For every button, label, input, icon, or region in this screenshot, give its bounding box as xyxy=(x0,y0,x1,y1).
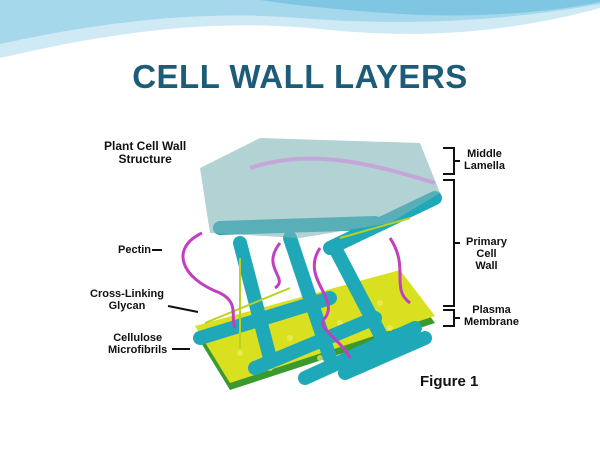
label-pectin: Pectin xyxy=(118,244,152,256)
label-primary-cell-wall: Primary Cell Wall xyxy=(466,236,507,272)
label-line: Wall xyxy=(475,260,498,272)
label-middle-lamella: Middle Lamella xyxy=(464,148,505,172)
label-line: Cellulose xyxy=(113,332,163,344)
label-line: Cross-Linking xyxy=(90,288,164,300)
label-plasma-membrane: Plasma Membrane xyxy=(464,304,519,328)
label-cross-linking-glycan: Cross-Linking Glycan xyxy=(90,288,164,312)
label-line: Membrane xyxy=(464,316,520,328)
label-line: Primary xyxy=(466,236,507,248)
figure-caption: Figure 1 xyxy=(420,373,479,390)
heading-line: Plant Cell Wall xyxy=(104,139,187,153)
heading-line: Structure xyxy=(118,152,172,166)
label-cellulose-microfibrils: Cellulose Microfibrils xyxy=(108,332,167,356)
label-line: Microfibrils xyxy=(108,344,168,356)
label-line: Glycan xyxy=(108,300,146,312)
cell-wall-illustration xyxy=(152,138,460,390)
label-line: Cell xyxy=(476,248,497,260)
label-line: Middle xyxy=(467,148,502,160)
figure-heading: Plant Cell Wall Structure xyxy=(104,140,186,166)
label-line: Plasma xyxy=(472,304,511,316)
header-wave-decoration xyxy=(0,0,600,58)
plant-cell-wall-figure: Plant Cell Wall Structure Pectin Cross-L… xyxy=(90,128,540,410)
label-line: Lamella xyxy=(464,160,505,172)
slide-title: CELL WALL LAYERS xyxy=(132,58,468,95)
